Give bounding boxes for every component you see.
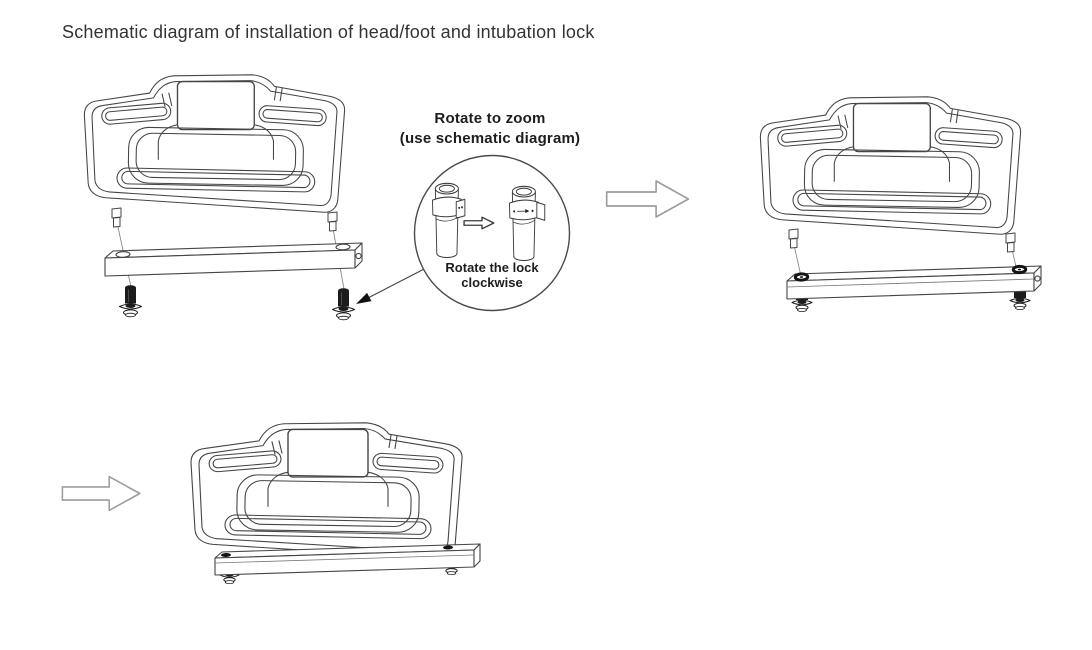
mounting-pin-left [788,228,799,249]
inset-caption-line2: clockwise [461,275,523,291]
mounting-pin-right [327,211,338,232]
page-title: Schematic diagram of installation of hea… [62,22,595,42]
inset-caption-line1: Rotate the lock [445,260,539,275]
callout-heading: Rotate to zoom (use schematic diagram) [383,109,597,149]
bottom-rail-bar [214,543,481,576]
mounting-pin-left [111,207,122,228]
lock-head-right [443,545,453,550]
callout-heading-line2: (use schematic diagram) [399,129,581,147]
bottom-rail-bar [786,265,1042,300]
headboard-drawing [83,74,346,213]
bottom-rail-bar [104,242,363,277]
inset-circle [413,154,571,312]
figure-locks-installed [759,96,1042,313]
lock-foot-right [1009,290,1031,311]
figure-assembled [190,422,481,585]
step-arrow-1-icon [606,180,689,218]
intubation-lock-left [119,284,142,318]
lock-ring-right [1011,264,1028,275]
figure-exploded-view [83,74,363,321]
lock-head-left [221,552,231,558]
headboard-drawing [759,96,1022,235]
mounting-pin-right [1005,232,1016,253]
callout-heading-line1: Rotate to zoom [434,110,546,127]
headboard-drawing [190,422,463,560]
leader-arrow-icon [356,266,429,304]
zoom-detail-inset [413,154,571,312]
inset-caption: Rotate the lock clockwise [414,260,570,291]
lock-ring-left [793,272,810,282]
step-arrow-2-icon [61,476,141,511]
